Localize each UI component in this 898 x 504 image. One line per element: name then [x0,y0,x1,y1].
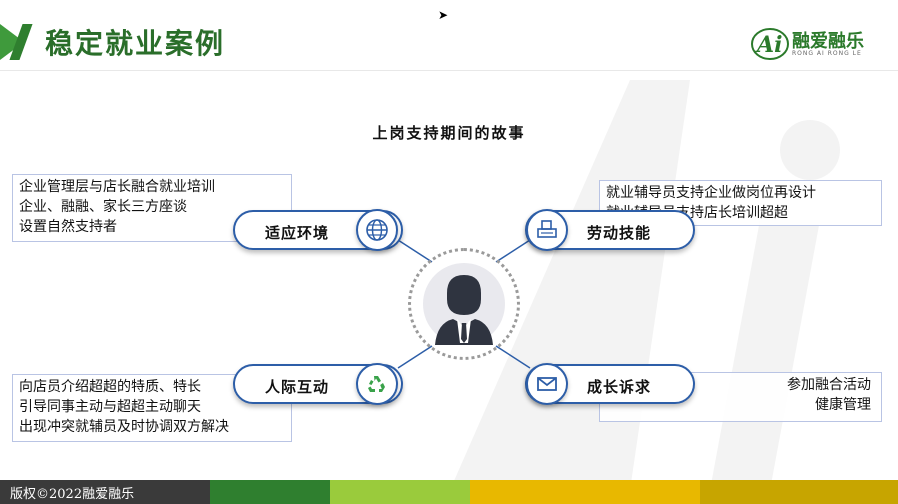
pill-label: 人际互动 [265,378,330,396]
person-icon [423,263,505,345]
globe-icon [356,209,398,251]
info-line: 参加融合活动 [787,377,871,393]
info-line: 企业管理层与店长融合就业培训 [19,179,215,195]
logo-text: 融爱融乐 [792,31,864,52]
footer-stripe [700,480,898,504]
brand-logo: Ai 融爱融乐 RONG AI RONG LE [750,24,870,64]
mouse-cursor-icon: ➤ [438,8,449,22]
info-line: 出现冲突就辅员及时协调双方解决 [19,419,229,435]
section-subtitle: 上岗支持期间的故事 [372,124,526,142]
recycle-icon [356,363,398,405]
svg-text:Ai: Ai [755,32,782,58]
footer-bar: 版权©2022融爱融乐 [0,480,898,504]
copyright-text: 版权©2022融爱融乐 [10,487,135,502]
info-box-bottom-left: 向店员介绍超超的特质、特长 引导同事主动与超超主动聊天 出现冲突就辅员及时协调双… [12,374,292,442]
logo-subtext: RONG AI RONG LE [792,50,862,57]
title-bar: 稳定就业案例 [0,18,560,66]
footer-stripe [330,480,470,504]
info-line: 引导同事主动与超超主动聊天 [19,399,201,415]
header-divider [0,70,898,71]
info-line: 健康管理 [815,397,871,413]
pill-label: 成长诉求 [587,378,652,396]
printer-icon [526,209,568,251]
page-title: 稳定就业案例 [45,27,226,60]
pill-label: 劳动技能 [587,224,652,242]
info-line: 设置自然支持者 [19,219,117,235]
info-line: 企业、融融、家长三方座谈 [19,199,187,215]
footer-stripe [210,480,330,504]
info-line: 向店员介绍超超的特质、特长 [19,379,201,395]
central-hub [408,248,520,360]
logo-mark-icon: Ai [751,28,789,60]
info-box-top-left: 企业管理层与店长融合就业培训 企业、融融、家长三方座谈 设置自然支持者 [12,174,292,242]
envelope-icon [526,363,568,405]
pill-label: 适应环境 [265,224,330,242]
info-line: 就业辅导员支持企业做岗位再设计 [606,185,816,201]
